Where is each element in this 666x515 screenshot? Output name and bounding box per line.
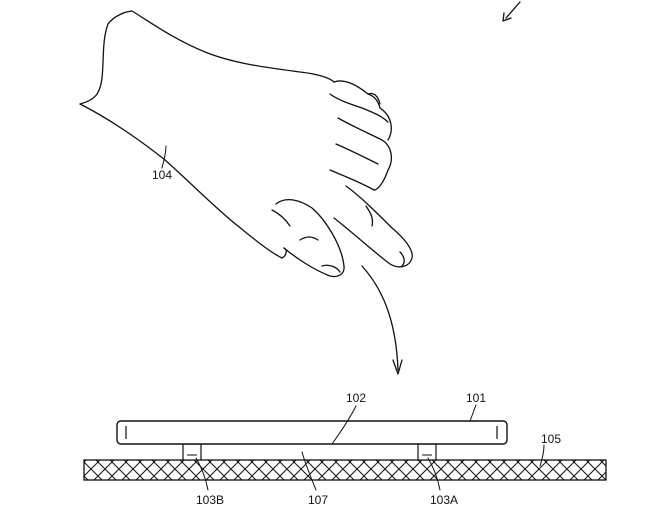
leader-101 bbox=[469, 404, 477, 422]
corner-arrow-icon bbox=[502, 1, 521, 22]
label-101: 101 bbox=[466, 391, 486, 405]
label-103b: 103B bbox=[196, 493, 224, 507]
foot-left bbox=[182, 443, 202, 461]
leader-103b bbox=[195, 457, 209, 491]
label-107: 107 bbox=[308, 493, 328, 507]
hand bbox=[79, 10, 413, 278]
leader-105 bbox=[539, 444, 545, 467]
foot-right bbox=[417, 443, 437, 461]
label-103a: 103A bbox=[430, 493, 458, 507]
device bbox=[116, 420, 508, 445]
leader-107 bbox=[301, 451, 317, 491]
base-surface bbox=[83, 459, 607, 481]
leader-103a bbox=[427, 457, 441, 491]
leader-104 bbox=[161, 145, 167, 169]
label-105: 105 bbox=[541, 432, 561, 446]
label-102: 102 bbox=[346, 391, 366, 405]
leader-102 bbox=[331, 405, 357, 445]
motion-arrow-icon bbox=[361, 265, 403, 375]
label-104: 104 bbox=[152, 168, 172, 182]
